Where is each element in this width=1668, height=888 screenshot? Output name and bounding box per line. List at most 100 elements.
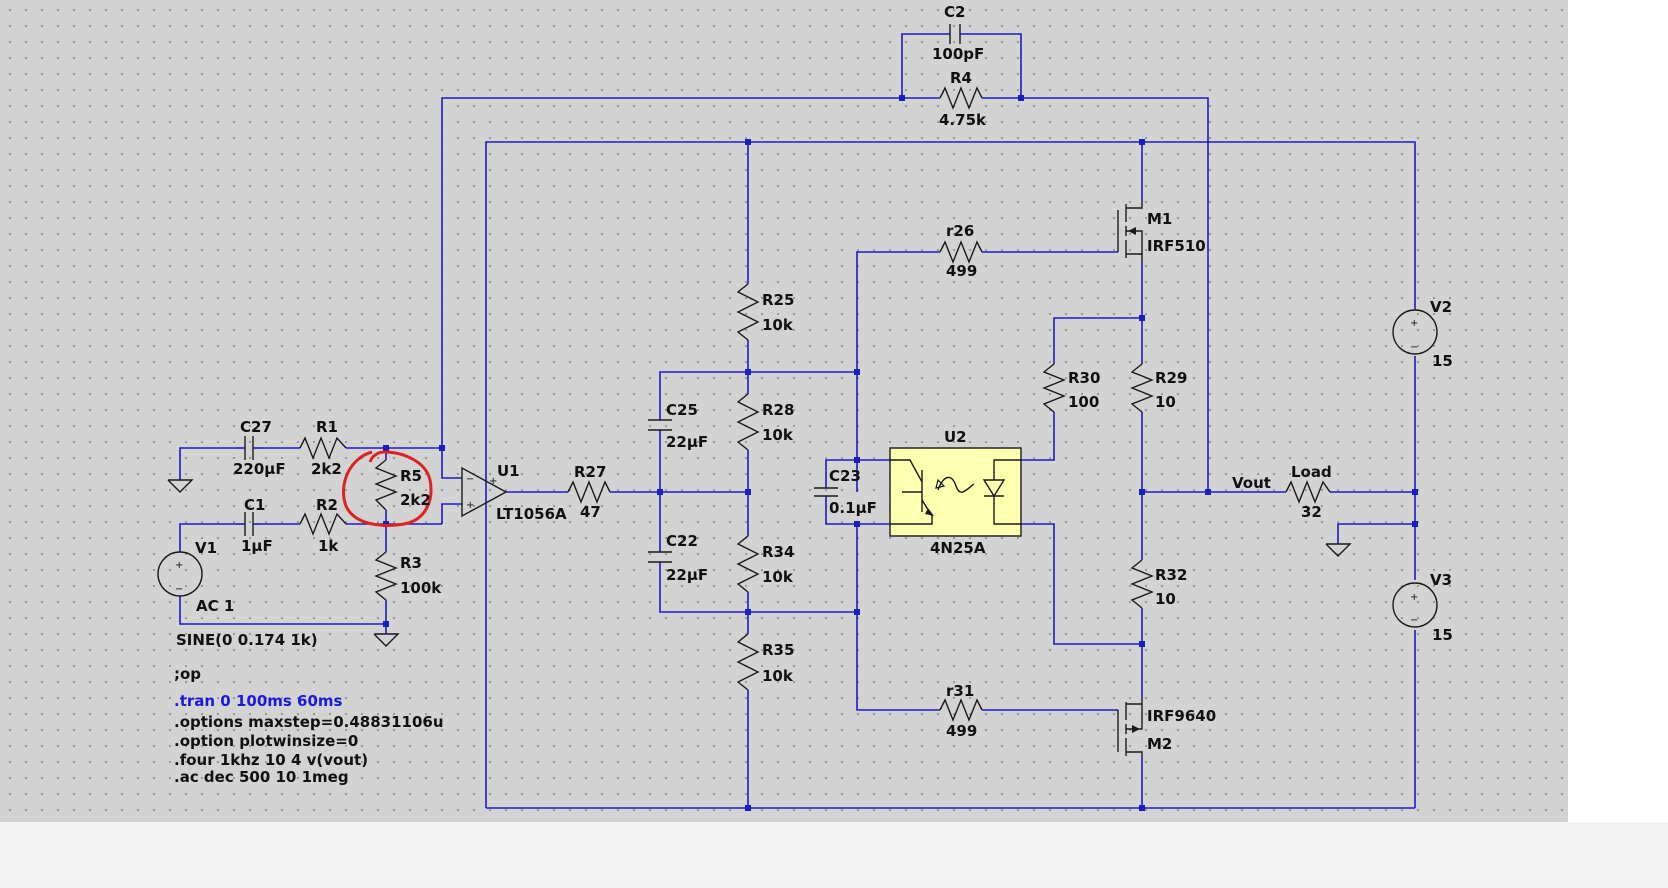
resistor-r34[interactable] — [736, 535, 760, 593]
value-c23: 0.1µF — [829, 499, 877, 517]
u1-inv: − — [466, 474, 474, 485]
value-m1: IRF510 — [1147, 237, 1206, 255]
label-r25: R25 — [762, 291, 794, 309]
label-c22: C22 — [666, 532, 698, 550]
directive-tran: .tran 0 100ms 60ms — [174, 692, 343, 710]
v2-minus: − — [1410, 342, 1418, 353]
label-r35: R35 — [762, 641, 794, 659]
value-v1-ac: AC 1 — [196, 597, 234, 615]
label-r34: R34 — [762, 543, 794, 561]
u1-plus: + — [489, 476, 497, 487]
resistor-r27[interactable] — [567, 480, 611, 504]
label-m1: M1 — [1147, 210, 1172, 228]
value-r5: 2k2 — [400, 491, 431, 509]
label-c25: C25 — [666, 401, 698, 419]
v1-plus: + — [175, 560, 183, 571]
resistor-r29[interactable] — [1130, 363, 1154, 413]
label-r26: r26 — [946, 222, 974, 240]
v2-plus: + — [1410, 318, 1418, 329]
label-v3: V3 — [1430, 571, 1452, 589]
label-m2: M2 — [1147, 735, 1172, 753]
value-r25: 10k — [762, 316, 794, 334]
label-r27: R27 — [574, 463, 606, 481]
label-c2: C2 — [944, 3, 965, 21]
spice-directives[interactable]: ;op .tran 0 100ms 60ms .options maxstep=… — [174, 665, 444, 786]
label-r2: R2 — [316, 496, 338, 514]
value-r30: 100 — [1068, 393, 1099, 411]
resistor-r4[interactable] — [939, 86, 983, 110]
label-r3: R3 — [400, 554, 422, 572]
label-c27: C27 — [240, 418, 272, 436]
value-c2: 100pF — [932, 45, 984, 63]
label-r29: R29 — [1155, 369, 1187, 387]
directive-options: .options maxstep=0.48831106u — [174, 713, 444, 731]
u1-noninv: + — [466, 500, 474, 511]
capacitor-c27[interactable] — [236, 436, 262, 460]
schematic-drawing[interactable]: + − + − + − + − + — [0, 0, 1568, 822]
value-r3: 100k — [400, 579, 442, 597]
value-load: 32 — [1301, 503, 1322, 521]
value-r27: 47 — [580, 503, 601, 521]
label-r31: r31 — [946, 682, 974, 700]
ground-3 — [1325, 543, 1352, 557]
capacitor-c1[interactable] — [236, 512, 262, 536]
label-u2: U2 — [944, 428, 967, 446]
voltage-source-v2[interactable]: + − — [1392, 308, 1438, 355]
value-m2: IRF9640 — [1147, 707, 1216, 725]
label-u1: U1 — [497, 462, 520, 480]
resistor-r26[interactable] — [939, 240, 983, 264]
label-load: Load — [1291, 463, 1332, 481]
capacitor-c23[interactable] — [814, 487, 838, 497]
resistor-r30[interactable] — [1042, 363, 1066, 413]
resistor-r3[interactable] — [374, 551, 398, 601]
value-r32: 10 — [1155, 590, 1176, 608]
label-r5: R5 — [400, 467, 422, 485]
schematic-canvas[interactable] — [0, 0, 1568, 822]
right-margin — [1568, 0, 1668, 822]
resistor-r28[interactable] — [736, 393, 760, 451]
label-v2: V2 — [1430, 298, 1452, 316]
label-r4: R4 — [950, 69, 972, 87]
opamp-u1[interactable]: + − + — [461, 466, 508, 518]
optocoupler-u2[interactable] — [889, 447, 1022, 537]
voltage-source-v1[interactable]: + − — [157, 551, 203, 597]
v1-minus: − — [175, 584, 183, 595]
ground-2 — [373, 633, 400, 647]
value-r35: 10k — [762, 667, 794, 685]
value-r2: 1k — [318, 537, 339, 555]
resistor-r31[interactable] — [939, 698, 983, 722]
resistor-r2[interactable] — [299, 512, 347, 536]
mosfet-m2[interactable] — [1117, 698, 1143, 756]
value-c1: 1µF — [241, 537, 273, 555]
wires[interactable] — [179, 33, 1416, 809]
label-r30: R30 — [1068, 369, 1100, 387]
value-v2: 15 — [1432, 352, 1453, 370]
value-r26: 499 — [946, 262, 977, 280]
resistor-r32[interactable] — [1130, 559, 1154, 609]
label-c23: C23 — [829, 467, 861, 485]
annotation-circle — [342, 450, 433, 527]
value-r34: 10k — [762, 568, 794, 586]
capacitor-c25[interactable] — [648, 419, 672, 431]
capacitor-c2[interactable] — [948, 24, 962, 44]
label-r28: R28 — [762, 401, 794, 419]
v3-plus: + — [1410, 592, 1418, 603]
label-r1: R1 — [316, 418, 338, 436]
value-c27: 220µF — [233, 460, 286, 478]
v3-minus: − — [1410, 615, 1418, 626]
voltage-source-v3[interactable]: + − — [1392, 582, 1438, 628]
resistor-r1[interactable] — [299, 436, 347, 460]
resistor-r5[interactable] — [374, 459, 398, 511]
value-r1: 2k2 — [311, 460, 342, 478]
label-v1: V1 — [195, 539, 217, 557]
directive-op: ;op — [174, 665, 201, 683]
capacitor-c22[interactable] — [648, 551, 672, 563]
label-c1: C1 — [244, 496, 265, 514]
resistor-r25[interactable] — [736, 283, 760, 341]
resistor-r35[interactable] — [736, 633, 760, 691]
ground-1 — [167, 479, 194, 493]
directive-four: .four 1khz 10 4 v(vout) — [174, 751, 368, 769]
resistor-load[interactable] — [1285, 480, 1331, 504]
mosfet-m1[interactable] — [1117, 200, 1143, 262]
value-u2: 4N25A — [930, 539, 986, 557]
